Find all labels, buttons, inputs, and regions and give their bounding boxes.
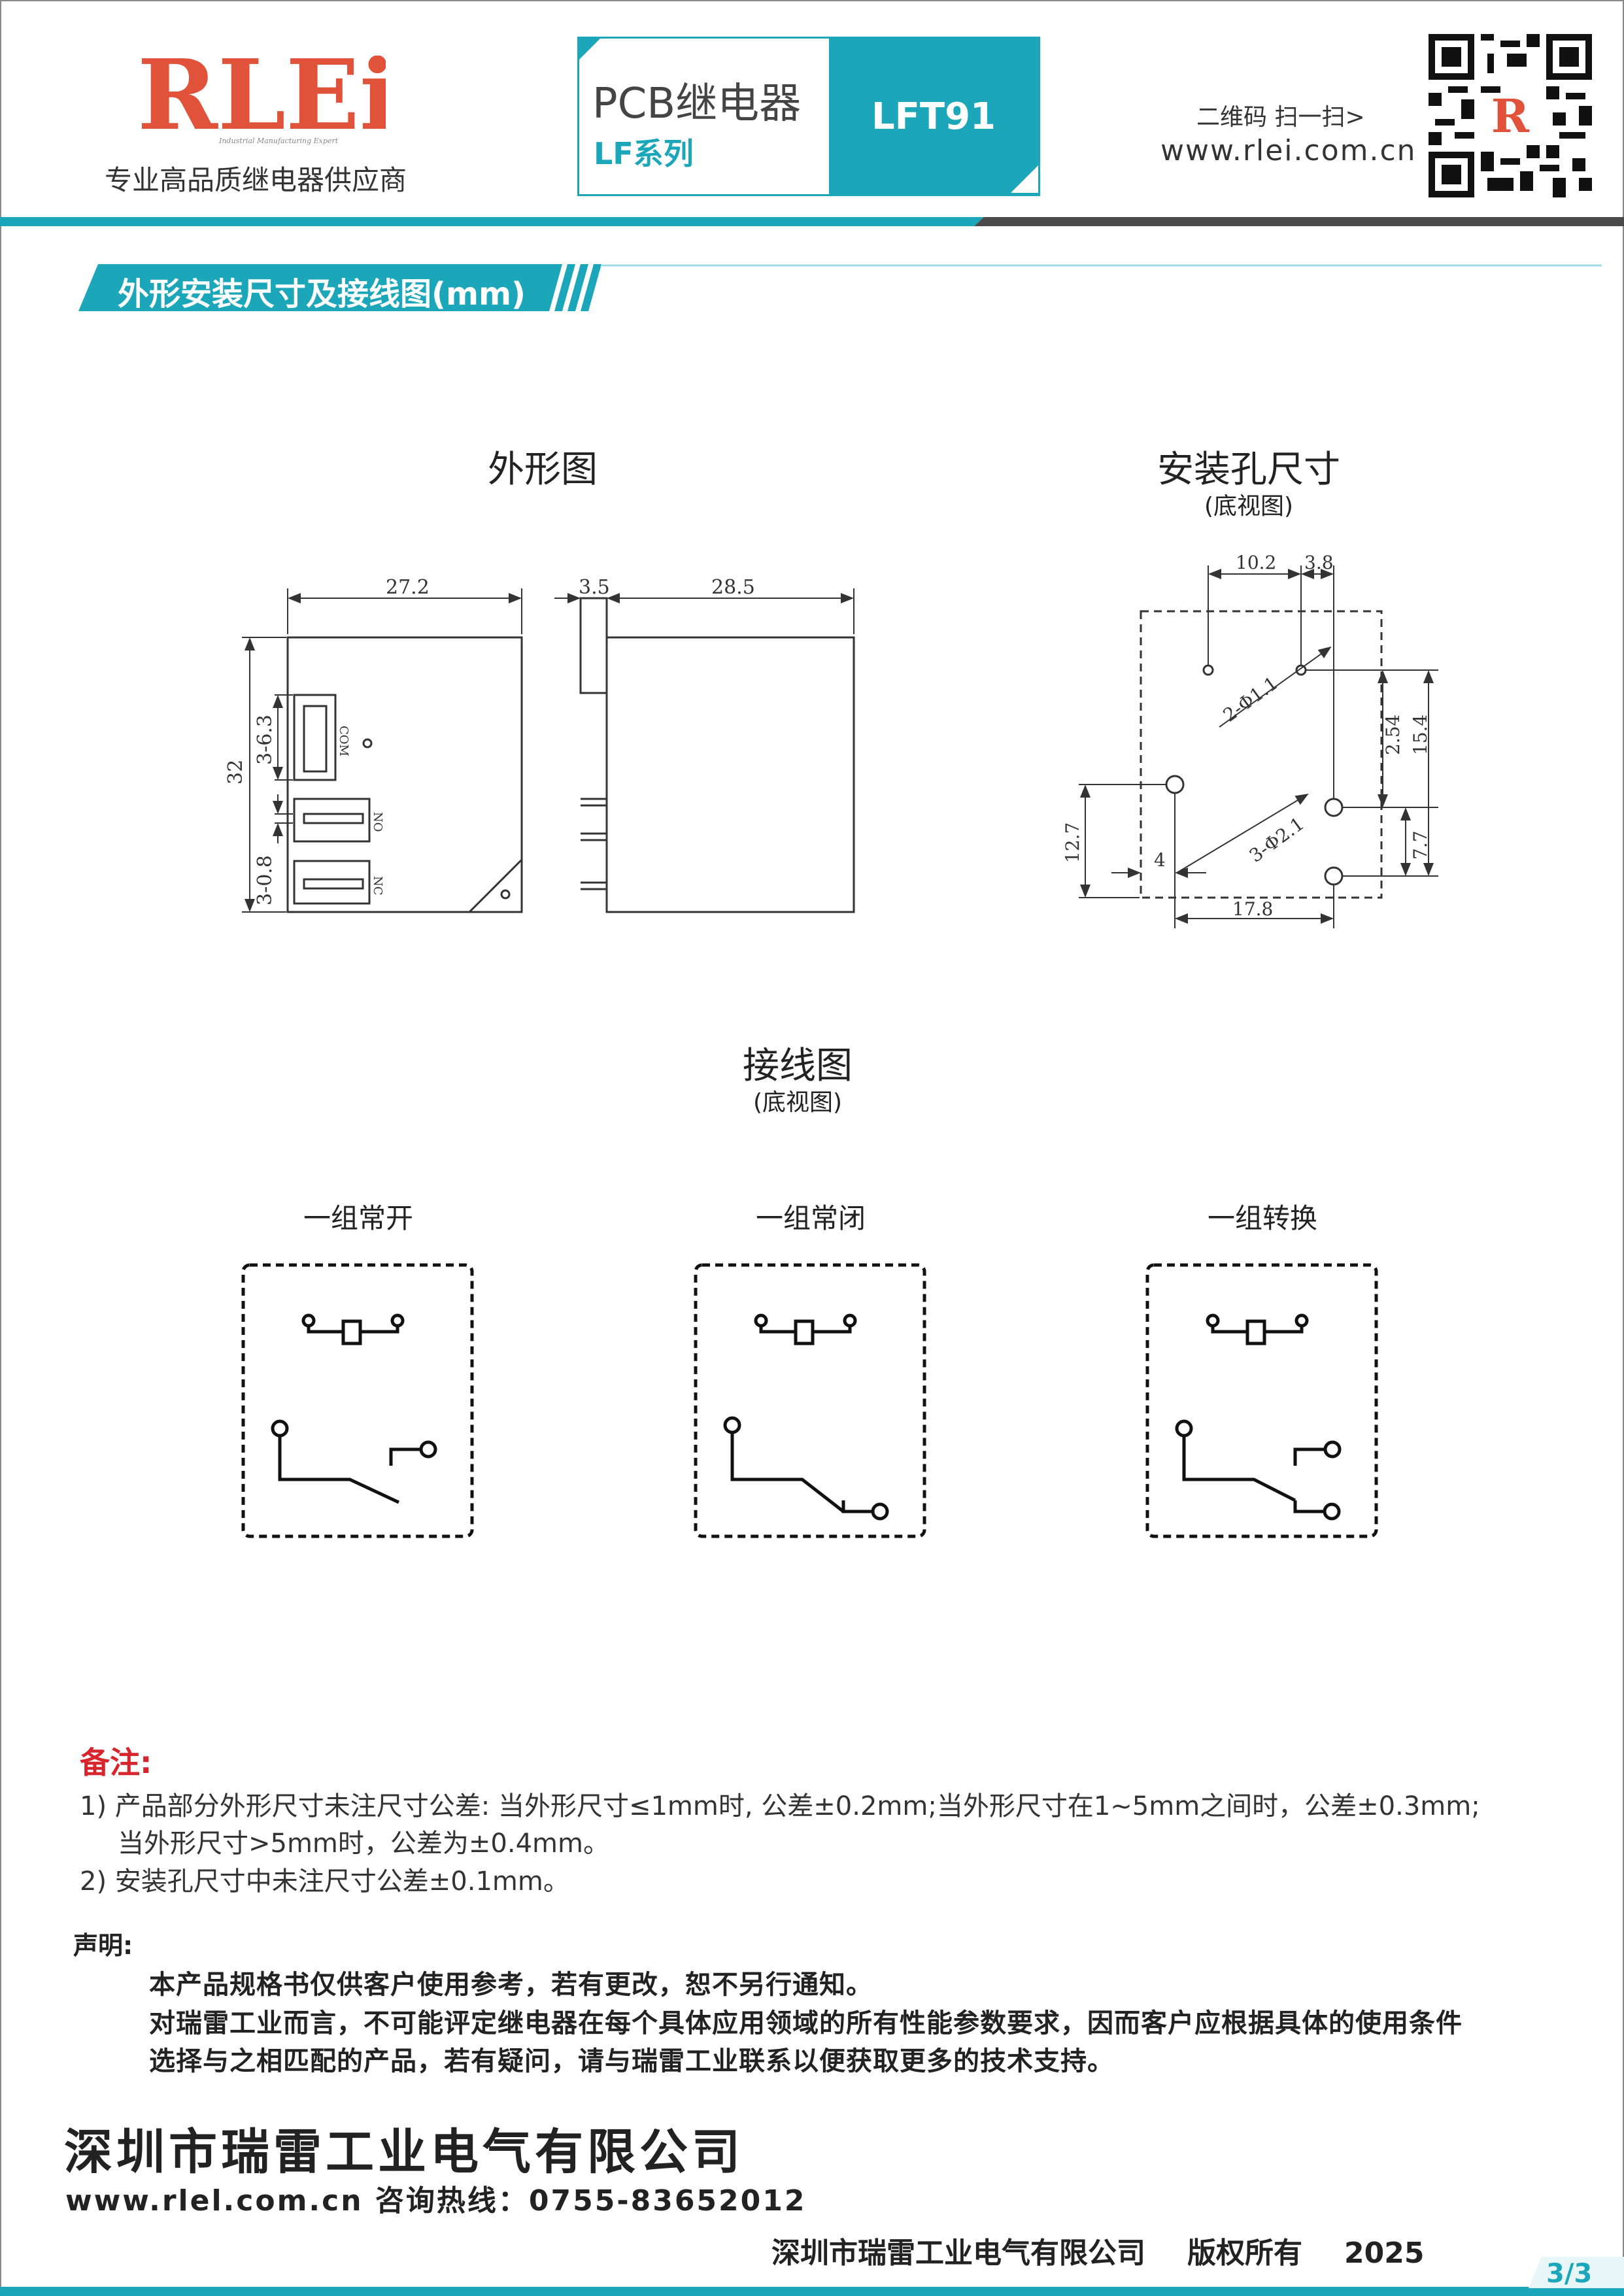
wiring-label-no: 一组常开 bbox=[303, 1202, 413, 1234]
hole-large-label: 3-Φ2.1 bbox=[1245, 813, 1308, 866]
product-type: PCB继电器 bbox=[592, 80, 802, 128]
dim-10-2: 10.2 bbox=[1236, 552, 1276, 573]
page-number: 3/3 bbox=[1546, 2259, 1593, 2289]
wiring-title: 接线图 bbox=[743, 1045, 853, 1087]
qr-code-icon[interactable]: R bbox=[1429, 34, 1592, 197]
wiring-label-nc: 一组常闭 bbox=[755, 1202, 866, 1234]
copyright-company: 深圳市瑞雷工业电气有限公司 bbox=[771, 2237, 1145, 2270]
dim-7-7: 7.7 bbox=[1410, 830, 1431, 860]
copyright-text: 版权所有 bbox=[1187, 2237, 1302, 2270]
note-2: 2) 安装孔尺寸中未注尺寸公差±0.1mm。 bbox=[80, 1866, 569, 1897]
svg-text:RLEi: RLEi bbox=[137, 56, 386, 147]
wiring-subtitle: (底视图) bbox=[753, 1089, 843, 1116]
dim-3-8: 3.8 bbox=[1304, 552, 1334, 573]
mounting-drawing: 10.2 3.8 2-Φ1.1 2.54 15.4 12.7 4 3-Φ2.1 … bbox=[1062, 552, 1438, 928]
mounting-subtitle: (底视图) bbox=[1204, 493, 1294, 520]
footer-contact: www.rlel.com.cn 咨询热线：0755-83652012 bbox=[65, 2184, 807, 2218]
declaration-heading: 声明: bbox=[73, 1931, 133, 1960]
dim-2-54: 2.54 bbox=[1382, 715, 1404, 755]
copyright-line: 深圳市瑞雷工业电气有限公司 版权所有 2025 bbox=[771, 2229, 1466, 2271]
dim-17-8: 17.8 bbox=[1232, 898, 1273, 920]
header-rule bbox=[0, 217, 1624, 226]
product-series: LF系列 bbox=[594, 136, 694, 171]
brand-logo: RLEi Industrial Manufacturing Expert bbox=[137, 56, 386, 147]
declaration-line-1: 本产品规格书仅供客户使用参考，若有更改，恕不另行通知。 bbox=[149, 1970, 873, 2000]
footer-rule bbox=[0, 2287, 1624, 2296]
notes-heading: 备注: bbox=[80, 1745, 152, 1780]
svg-text:Industrial Manufacturing Exper: Industrial Manufacturing Expert bbox=[218, 137, 339, 145]
relay-front-body bbox=[286, 636, 523, 913]
outline-drawing: 27.2 3.5 28.5 32 3-6.3 3-0.8 COM NO NC bbox=[224, 576, 855, 913]
page-tab bbox=[1529, 2257, 1624, 2288]
outline-title: 外形图 bbox=[488, 448, 598, 491]
note-1-cont: 当外形尺寸>5mm时，公差为±0.4mm。 bbox=[118, 1829, 609, 1859]
qr-note: 二维码 扫一扫> bbox=[1196, 104, 1365, 131]
copyright-year: 2025 bbox=[1344, 2237, 1425, 2270]
wiring-label-changeover: 一组转换 bbox=[1207, 1202, 1317, 1234]
corner-mark-icon bbox=[1011, 165, 1038, 193]
dim-width: 27.2 bbox=[386, 576, 430, 599]
product-left-panel: PCB继电器 LF系列 bbox=[579, 39, 828, 194]
corner-mark-icon bbox=[577, 37, 602, 61]
dim-height: 32 bbox=[224, 760, 247, 785]
header-website[interactable]: www.rlei.com.cn bbox=[1160, 134, 1417, 167]
footer-company: 深圳市瑞雷工业电气有限公司 bbox=[64, 2124, 744, 2180]
wiring-diagram-changeover bbox=[1145, 1263, 1378, 1538]
section-title: 外形安装尺寸及接线图(mm) bbox=[118, 276, 526, 312]
terminal-nc-label: NC bbox=[371, 876, 384, 896]
section-title-bar bbox=[78, 264, 1602, 311]
note-1: 1) 产品部分外形尺寸未注尺寸公差: 当外形尺寸≤1mm时, 公差±0.2mm;… bbox=[80, 1791, 1480, 1821]
terminal-no-label: NO bbox=[371, 812, 384, 832]
terminal-com-label: COM bbox=[337, 726, 350, 756]
product-model: LFT91 bbox=[829, 39, 1038, 194]
dim-pin-b: 3-0.8 bbox=[254, 855, 277, 905]
dim-depth: 28.5 bbox=[711, 576, 755, 599]
relay-side-body bbox=[605, 636, 855, 913]
svg-text:R: R bbox=[1491, 89, 1530, 143]
dim-pin-a: 3-6.3 bbox=[254, 715, 277, 765]
wiring-diagram-no bbox=[241, 1263, 474, 1538]
mounting-title: 安装孔尺寸 bbox=[1157, 448, 1340, 491]
hole-small-label: 2-Φ1.1 bbox=[1219, 672, 1282, 726]
declaration-line-3: 选择与之相匹配的产品，若有疑问，请与瑞雷工业联系以便获取更多的技术支持。 bbox=[149, 2046, 1114, 2076]
brand-tagline: 专业高品质继电器供应商 bbox=[105, 164, 407, 196]
dim-4: 4 bbox=[1154, 849, 1166, 871]
dim-pin-depth: 3.5 bbox=[579, 576, 610, 599]
product-title-box: PCB继电器 LF系列 LFT91 bbox=[577, 37, 1040, 196]
dim-15-4: 15.4 bbox=[1410, 715, 1431, 755]
wiring-diagram-nc bbox=[694, 1263, 926, 1538]
dim-12-7: 12.7 bbox=[1062, 822, 1083, 863]
declaration-line-2: 对瑞雷工业而言，不可能评定继电器在每个具体应用领域的所有性能参数要求，因而客户应… bbox=[149, 2008, 1463, 2038]
